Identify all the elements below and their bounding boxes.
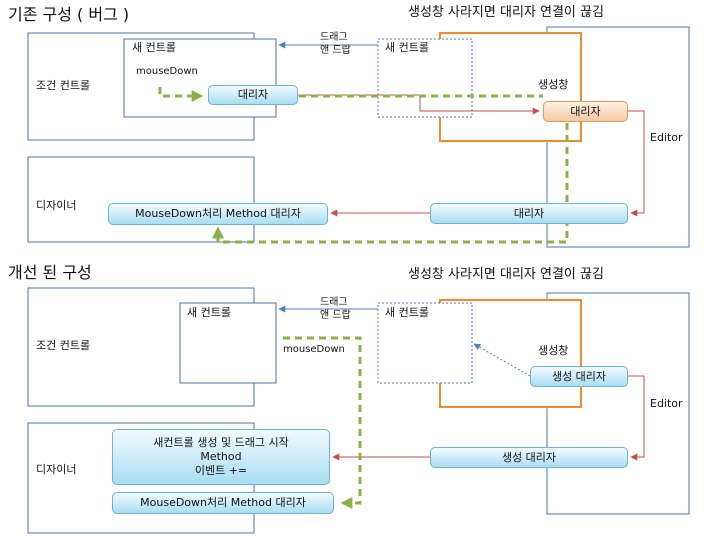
bottom-drag-label-1: 드래그: [320, 297, 348, 308]
bottom-drag-label-2: 앤 드랍: [320, 310, 351, 321]
top-editor-label: Editor: [650, 131, 683, 144]
bottom-creation-window-label: 생성창: [538, 344, 569, 357]
bottom-title: 개선 된 구성: [8, 263, 92, 282]
top-condition-control-label: 조건 컨트롤: [36, 79, 91, 92]
bottom-event-line-1: 새컨트롤 생성 및 드래그 시작: [153, 436, 289, 450]
bottom-editor-label: Editor: [650, 397, 683, 410]
top-new-control-label: 새 컨트롤: [132, 41, 176, 54]
bottom-condition-control-label: 조건 컨트롤: [36, 339, 91, 352]
top-caption: 생성창 사라지면 대리자 연결이 끊김: [408, 5, 604, 20]
top-designer-box: [27, 156, 255, 243]
top-editor-proxy-pill: 대리자: [430, 203, 628, 224]
bottom-event-line-3: 이벤트 +=: [194, 463, 248, 477]
bottom-editor-proxy-pill: 생성 대리자: [430, 447, 628, 468]
top-creation-proxy-pill: 대리자: [543, 101, 628, 122]
top-ghost-control-label: 새 컨트롤: [385, 41, 429, 54]
top-return-dashed-arrow: [212, 123, 569, 244]
top-creation-window-label: 생성창: [538, 78, 569, 91]
top-mousedown-dashed-arrow: [158, 87, 204, 102]
bottom-designer-handler-pill: MouseDown처리 Method 대리자: [112, 492, 334, 514]
bottom-designer-label: 디자이너: [36, 463, 77, 476]
bottom-caption: 생성창 사라지면 대리자 연결이 끊김: [408, 267, 604, 282]
bottom-new-control-label: 새 컨트롤: [187, 306, 231, 319]
top-designer-label: 디자이너: [36, 199, 77, 212]
bottom-editor-loop-arrow: [628, 375, 645, 461]
bottom-mousedown-label: mouseDown: [283, 344, 345, 355]
top-editor-loop-arrow: [628, 110, 645, 217]
bottom-ghost-control-label: 새 컨트롤: [385, 306, 429, 319]
bottom-event-line-2: Method: [200, 450, 242, 464]
bottom-new-control-box: [179, 302, 277, 384]
top-drag-label-1: 드래그: [320, 32, 348, 43]
top-drag-label-2: 앤 드랍: [320, 45, 351, 56]
top-mousedown-label: mouseDown: [136, 66, 198, 77]
bottom-creation-to-ghost-arrow: [473, 343, 531, 377]
bottom-ghost-control-box: [377, 302, 473, 384]
top-title: 기존 구성 ( 버그 ): [8, 5, 130, 24]
bottom-mousedown-dashed-arrow: [283, 336, 362, 509]
top-proxy-pill: 대리자: [208, 85, 298, 105]
top-designer-handler-pill: MouseDown처리 Method 대리자: [108, 203, 328, 225]
bottom-creation-proxy-pill: 생성 대리자: [530, 366, 628, 387]
bottom-event-pill: 새컨트롤 생성 및 드래그 시작 Method 이벤트 +=: [112, 429, 330, 485]
top-ghost-control-box: [377, 38, 473, 118]
